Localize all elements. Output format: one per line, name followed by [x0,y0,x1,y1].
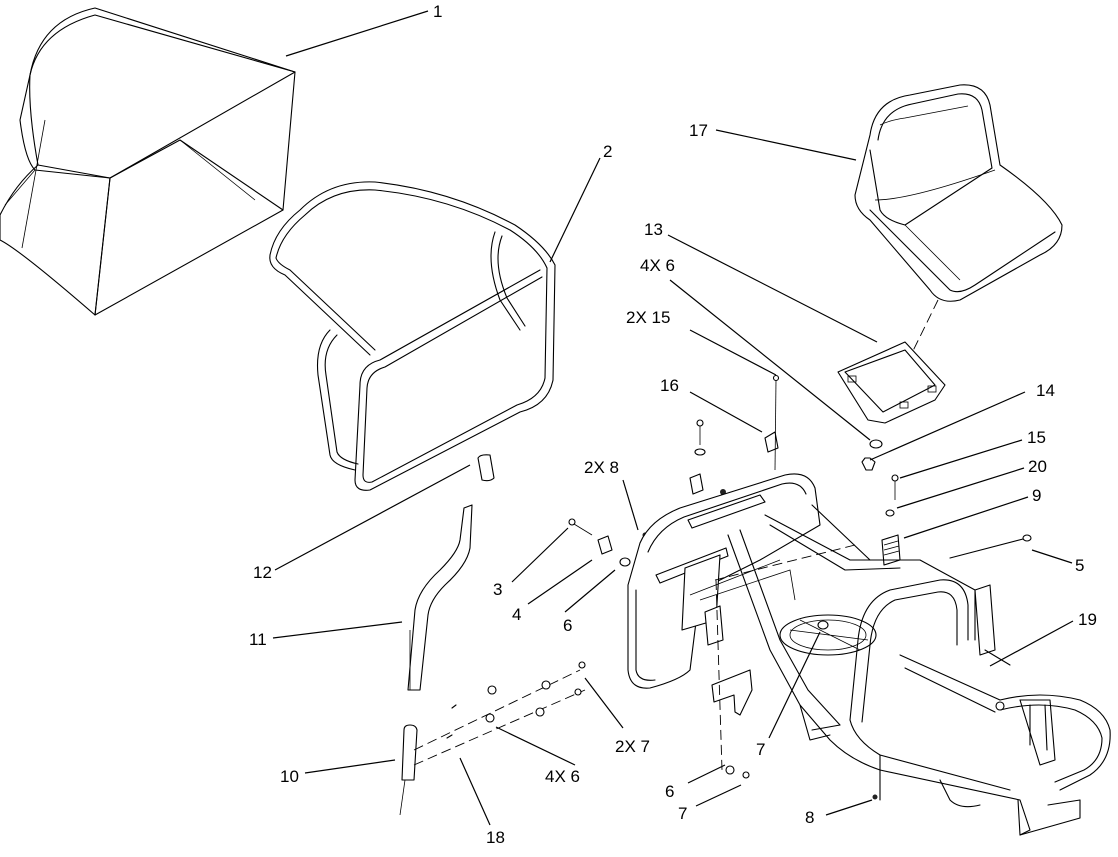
callout-labels: 1 2 3 4 5 6 6 7 7 8 9 10 11 12 13 14 15 … [249,2,1097,847]
callout-9: 9 [1032,486,1041,505]
seat-hardware [861,439,1032,566]
callout-2x15: 2X 15 [626,308,670,327]
part-16-brackets [642,374,780,538]
callout-2x8: 2X 8 [584,458,619,477]
callout-3: 3 [493,580,502,599]
callout-20: 20 [1028,457,1047,476]
callout-2x7: 2X 7 [615,737,650,756]
callout-4: 4 [512,605,521,624]
callout-6a: 6 [563,616,572,635]
callout-12: 12 [253,563,272,582]
callout-17: 17 [689,121,708,140]
chassis-frame [627,473,1111,836]
callout-7b: 7 [678,804,687,823]
lever-hardware [446,661,586,739]
pivot-hardware [568,518,631,567]
callout-16: 16 [660,376,679,395]
callout-19: 19 [1078,610,1097,629]
callout-8: 8 [805,808,814,827]
leader-lines [272,10,1074,826]
callout-13: 13 [644,220,663,239]
part-17-seat [854,84,1063,419]
callout-1: 1 [433,2,442,21]
callout-14: 14 [1036,381,1055,400]
callout-18: 18 [486,828,505,847]
callout-10: 10 [280,767,299,786]
callout-7a: 7 [756,740,765,759]
part-10-12-lever [399,454,586,816]
callout-5: 5 [1075,556,1084,575]
callout-2: 2 [603,142,612,161]
part-13-seat-plate [837,341,946,424]
part-1-cover [0,7,296,316]
part-2-tube-frame [269,181,556,491]
callout-6b: 6 [665,782,674,801]
callout-11: 11 [249,630,267,649]
callout-4x6b: 4X 6 [545,767,580,786]
callout-4x6a: 4X 6 [640,256,675,275]
callout-15: 15 [1027,428,1046,447]
